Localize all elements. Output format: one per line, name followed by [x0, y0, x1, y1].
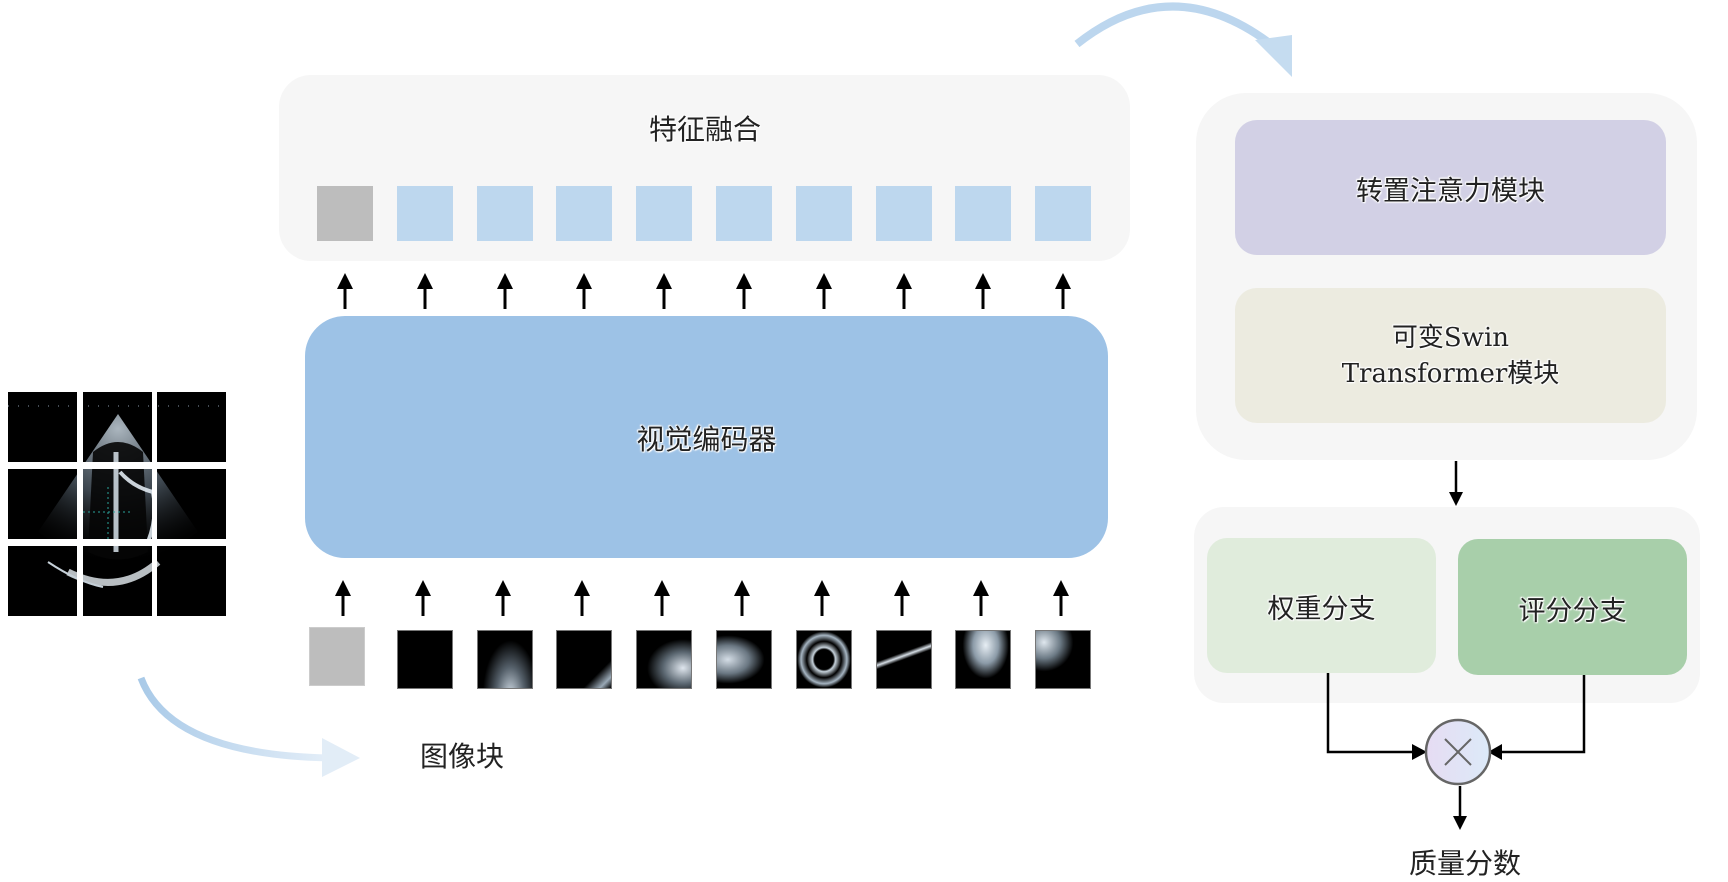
feature-token: [636, 186, 692, 241]
quality-score-label: 质量分数: [1408, 847, 1521, 880]
image-patch: [556, 630, 612, 689]
arrow-head: [1449, 492, 1463, 506]
up-arrow-icon: [734, 580, 750, 616]
score-branch-label: 评分分支: [1518, 595, 1627, 627]
deformable-swin-line2: Transformer模块: [1341, 359, 1560, 389]
input-image-grid: [8, 392, 228, 618]
up-arrow-icon: [497, 273, 513, 309]
cls-placeholder-patch: [309, 627, 365, 686]
feature-token: [397, 186, 453, 241]
up-arrow-icon: [816, 273, 832, 309]
feature-token: [955, 186, 1011, 241]
image-patch: [716, 630, 772, 689]
transpose-attention-block: [1235, 120, 1666, 255]
grid-cell: [8, 546, 77, 616]
visual-encoder-block: [305, 316, 1108, 558]
up-arrow-icon: [975, 273, 991, 309]
up-arrow-icon: [894, 580, 910, 616]
image-patch: [1035, 630, 1091, 689]
feature-token: [716, 186, 772, 241]
weight-to-multiply-line: [1326, 673, 1414, 754]
cls-token: [317, 186, 373, 241]
grid-cell: [8, 392, 77, 462]
feature-fusion-title: 特征融合: [648, 113, 761, 146]
score-to-multiply-line: [1500, 675, 1586, 754]
up-arrow-icon: [814, 580, 830, 616]
up-arrow-icon: [495, 580, 511, 616]
feature-token: [1035, 186, 1091, 241]
up-arrow-icon: [576, 273, 592, 309]
up-arrow-icon: [337, 273, 353, 309]
image-patch: [397, 630, 453, 689]
deformable-swin-line1: 可变Swin: [1391, 323, 1510, 353]
feature-token: [556, 186, 612, 241]
image-patch: [477, 630, 533, 689]
flow-arrow-to-patches: [137, 676, 360, 777]
up-arrow-icon: [574, 580, 590, 616]
deformable-swin-block: [1235, 288, 1666, 423]
up-arrow-icon: [736, 273, 752, 309]
up-arrow-icon: [335, 580, 351, 616]
up-arrow-icon: [415, 580, 431, 616]
feature-token: [796, 186, 852, 241]
arrow-head: [1453, 816, 1467, 830]
feature-token: [477, 186, 533, 241]
image-patch: [876, 630, 932, 689]
up-arrow-icon: [417, 273, 433, 309]
transpose-attention-label: 转置注意力模块: [1356, 175, 1545, 207]
image-patch: [636, 630, 692, 689]
grid-cell: [157, 392, 226, 462]
arrow-head: [1412, 744, 1427, 760]
image-patch: [955, 630, 1011, 689]
up-arrow-icon: [973, 580, 989, 616]
arrow-head: [1488, 744, 1502, 760]
feature-token: [876, 186, 932, 241]
grid-cell: [157, 546, 226, 616]
flow-arrow-to-right-panel: [1074, 2, 1292, 77]
up-arrow-icon: [656, 273, 672, 309]
weight-branch-label: 权重分支: [1267, 593, 1376, 625]
up-arrow-icon: [1053, 580, 1069, 616]
patches-label: 图像块: [420, 740, 505, 773]
image-patch: [796, 630, 852, 689]
multiply-icon: [1444, 738, 1472, 766]
up-arrow-icon: [654, 580, 670, 616]
up-arrow-icon: [1055, 273, 1071, 309]
score-branch-block: [1458, 539, 1687, 675]
weight-branch-block: [1207, 538, 1436, 673]
visual-encoder-label: 视觉编码器: [636, 423, 777, 456]
deformable-swin-label: 可变Swin Transformer模块: [1235, 318, 1666, 394]
ultrasound-sector: [8, 405, 226, 588]
up-arrow-icon: [896, 273, 912, 309]
